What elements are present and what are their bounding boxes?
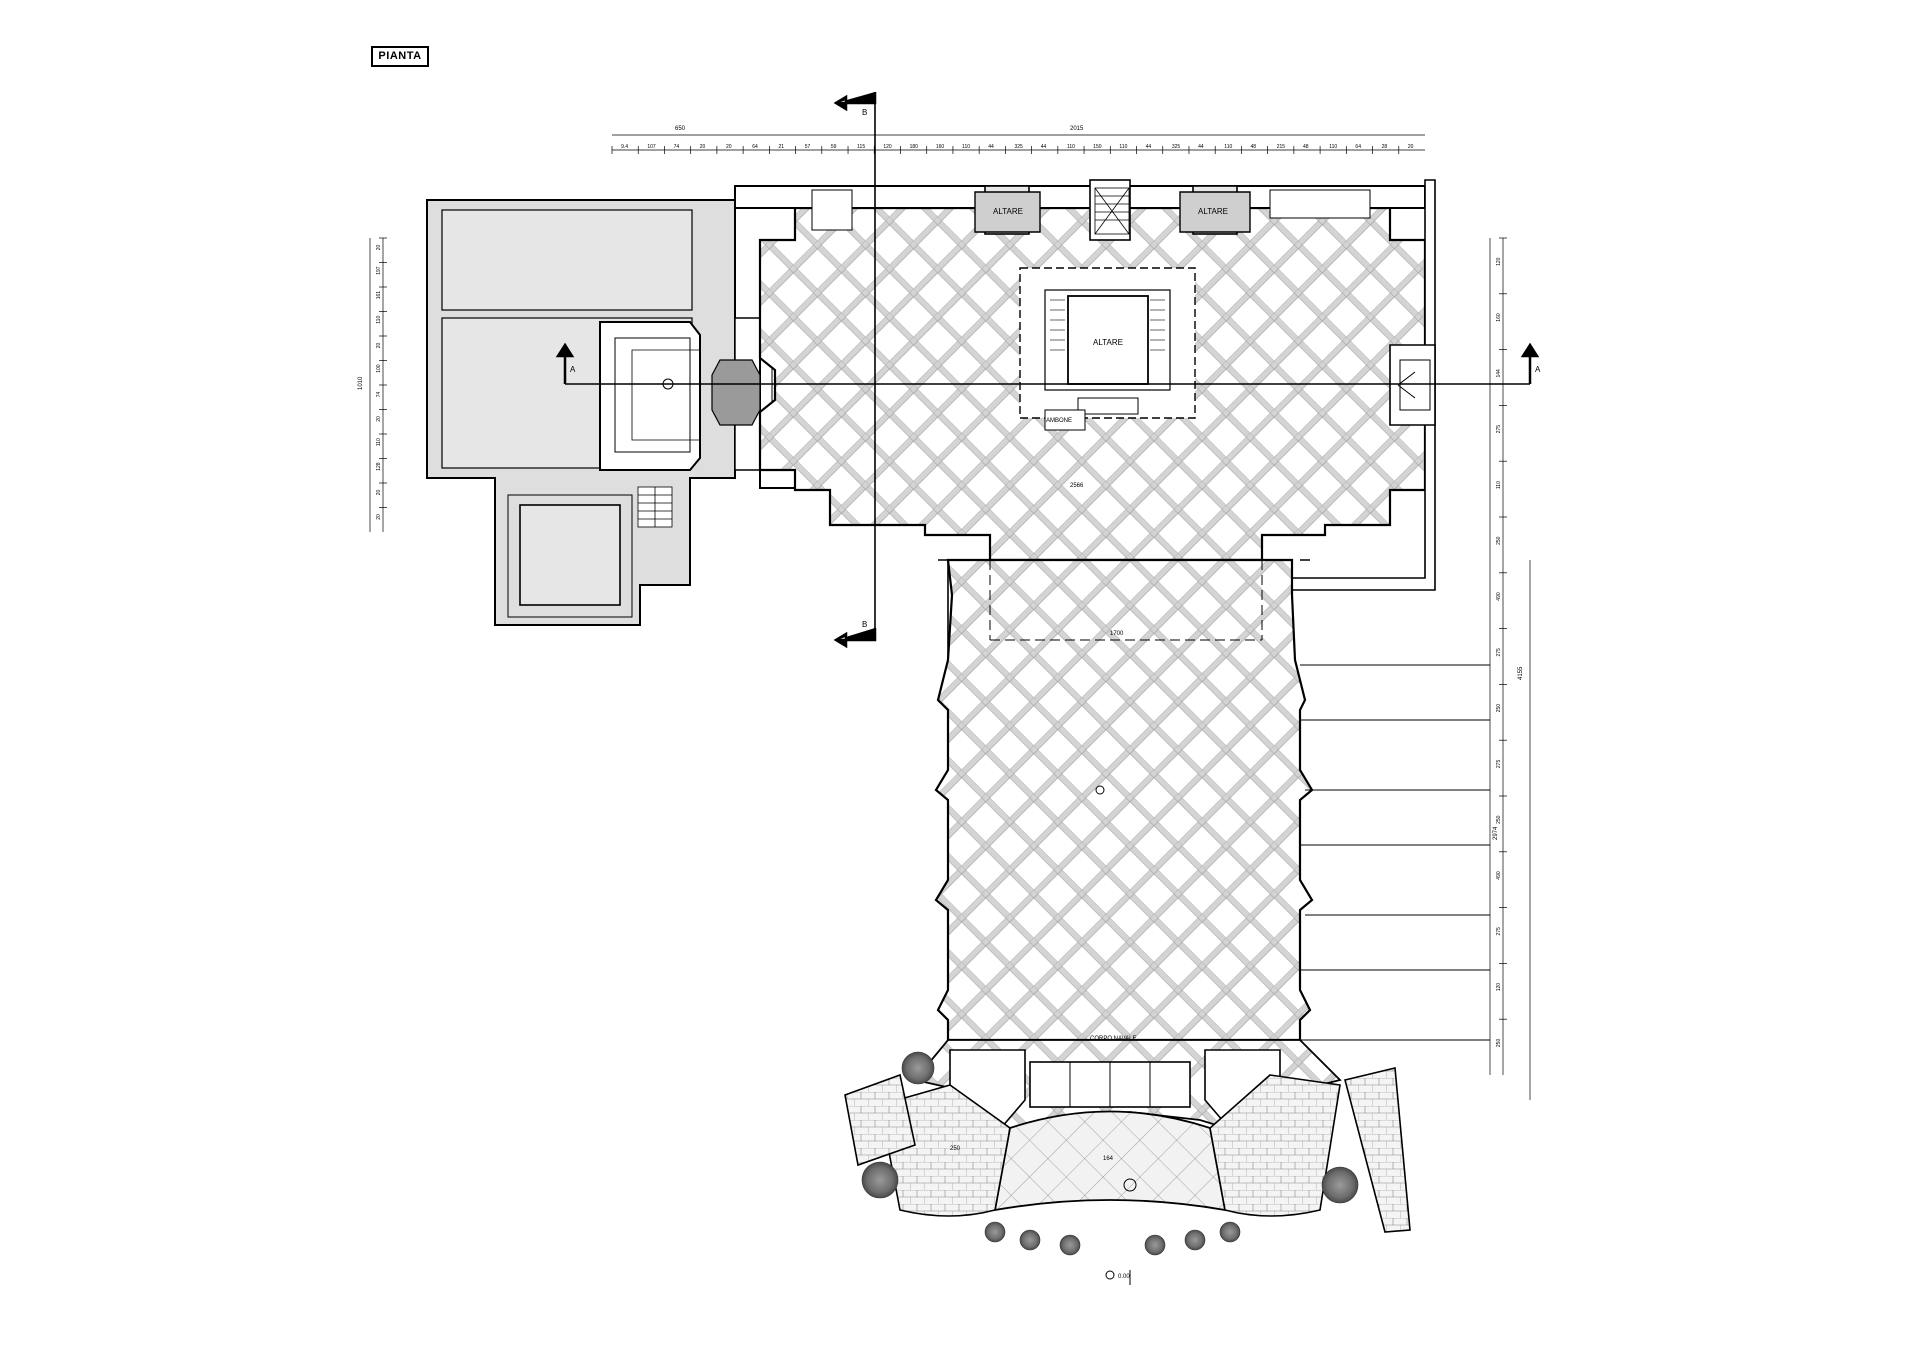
dim-left-label: 128 xyxy=(376,462,382,471)
dim-right-label: 160 xyxy=(1496,313,1502,322)
dim-right-label: 275 xyxy=(1496,425,1502,434)
label-altare-right: ALTARE xyxy=(1198,207,1228,216)
dim-top-label: 44 xyxy=(1198,144,1204,150)
dim-left-label: 20 xyxy=(376,416,382,422)
dim-top-label: 74 xyxy=(674,144,680,150)
dim-top-label: 110 xyxy=(962,144,970,150)
dim-top-label: 120 xyxy=(883,144,892,150)
dim-top-label: 215 xyxy=(1277,144,1286,150)
dim-top-label: 48 xyxy=(1303,144,1309,150)
dim-nave-width: 1700 xyxy=(1110,631,1124,637)
section-mark-b-top: B xyxy=(862,108,867,117)
dim-top-label: 150 xyxy=(1093,144,1102,150)
dim-top-label: 64 xyxy=(1355,144,1361,150)
dim-left-label: 20 xyxy=(376,244,382,250)
drawing-title: PIANTA xyxy=(371,46,429,67)
dim-right-label: 110 xyxy=(1496,481,1502,489)
dim-left-label: 20 xyxy=(376,342,382,348)
dim-left-label: 74 xyxy=(376,391,382,397)
dim-entrance-width-2: 164 xyxy=(1103,1156,1114,1162)
dim-right-label: 144 xyxy=(1496,369,1502,378)
dimension-ticks-top: 9.4 107 74 20 20 64 21 57 59 115 120 180 160 110 44 325… xyxy=(611,144,1414,154)
dim-right-label: 275 xyxy=(1496,927,1502,936)
section-mark-a-left: A xyxy=(570,365,576,374)
annex-stair xyxy=(637,486,673,528)
dim-top-label: 57 xyxy=(805,144,811,150)
entrance-portico xyxy=(844,1039,1411,1285)
shrubs xyxy=(861,1051,1359,1256)
level-mark: 0.00 xyxy=(1118,1274,1130,1280)
dim-top-label: 107 xyxy=(647,144,656,150)
dim-top-label: 44 xyxy=(1146,144,1152,150)
dim-right-label: 250 xyxy=(1496,1039,1502,1048)
dim-right-label: 275 xyxy=(1496,760,1502,769)
dim-left-label: 100 xyxy=(376,364,382,373)
dim-top-label: 9.4 xyxy=(621,144,628,150)
main-altar-area xyxy=(1019,267,1196,431)
dim-left-label: 110 xyxy=(376,316,382,324)
label-ambone: AMBONE xyxy=(1046,418,1072,424)
section-mark-a-right: A xyxy=(1535,365,1541,374)
nave-side-lines xyxy=(1300,664,1490,1041)
dim-top-label: 160 xyxy=(936,144,945,150)
label-altare-main: ALTARE xyxy=(1093,338,1123,347)
label-altare-left: ALTARE xyxy=(993,207,1023,216)
dim-top-label: 110 xyxy=(1329,144,1337,150)
label-corpo-navale: CORPO NAVALE xyxy=(1090,1036,1136,1042)
dim-left-label: 197 xyxy=(376,266,382,275)
dim-transept-length: 2566 xyxy=(1070,483,1084,489)
dim-top-label: 110 xyxy=(1067,144,1075,150)
dim-left-label: 110 xyxy=(376,438,382,446)
dim-right-sub-total: 2974 xyxy=(1493,826,1499,840)
dimension-ticks-left: 20 197 161 110 20 100 74 20 110 128 20 20 xyxy=(376,237,387,520)
dim-right-label: 275 xyxy=(1496,648,1502,657)
dim-top-label: 180 xyxy=(910,144,919,150)
dim-right-label: 120 xyxy=(1496,257,1502,266)
annex-block xyxy=(426,199,736,626)
dim-top-label: 20 xyxy=(726,144,732,150)
dim-top-label: 64 xyxy=(752,144,758,150)
dim-top-label: 325 xyxy=(1172,144,1181,150)
dim-right-label: 490 xyxy=(1496,871,1502,880)
dim-left-total: 1010 xyxy=(358,376,364,390)
dim-right-label: 250 xyxy=(1496,536,1502,545)
section-line-b xyxy=(833,92,877,649)
dim-right-label: 250 xyxy=(1496,815,1502,824)
dim-right-label: 120 xyxy=(1496,983,1502,992)
nave-floor xyxy=(934,558,1314,1042)
section-line-a xyxy=(555,342,1540,385)
dim-right-total: 4155 xyxy=(1518,666,1524,680)
dim-right-label: 250 xyxy=(1496,704,1502,713)
dim-top-label: 110 xyxy=(1119,144,1127,150)
dimension-ticks-right: 120 160 144 275 110 250 490 275 250 275 250 490 275 1… xyxy=(1496,237,1507,1048)
dim-right-label: 490 xyxy=(1496,592,1502,601)
dim-top-label: 48 xyxy=(1251,144,1257,150)
dim-top-total-right: 2015 xyxy=(1070,126,1084,132)
dim-top-label: 115 xyxy=(857,144,865,150)
dim-top-label: 20 xyxy=(700,144,706,150)
dim-top-label: 44 xyxy=(1041,144,1047,150)
dim-top-label: 59 xyxy=(831,144,837,150)
section-mark-b-bottom: B xyxy=(862,620,867,629)
dim-top-label: 110 xyxy=(1224,144,1232,150)
dim-left-label: 20 xyxy=(376,514,382,520)
dim-top-label: 21 xyxy=(778,144,784,150)
dim-top-label: 20 xyxy=(1408,144,1414,150)
dim-top-label: 28 xyxy=(1382,144,1388,150)
dim-entrance-width-1: 250 xyxy=(950,1146,961,1152)
dim-top-total-left: 650 xyxy=(675,126,686,132)
transept-walls xyxy=(734,179,1436,591)
dim-left-label: 20 xyxy=(376,489,382,495)
dim-top-label: 44 xyxy=(988,144,994,150)
dim-top-label: 325 xyxy=(1015,144,1024,150)
dim-left-label: 161 xyxy=(376,291,382,300)
